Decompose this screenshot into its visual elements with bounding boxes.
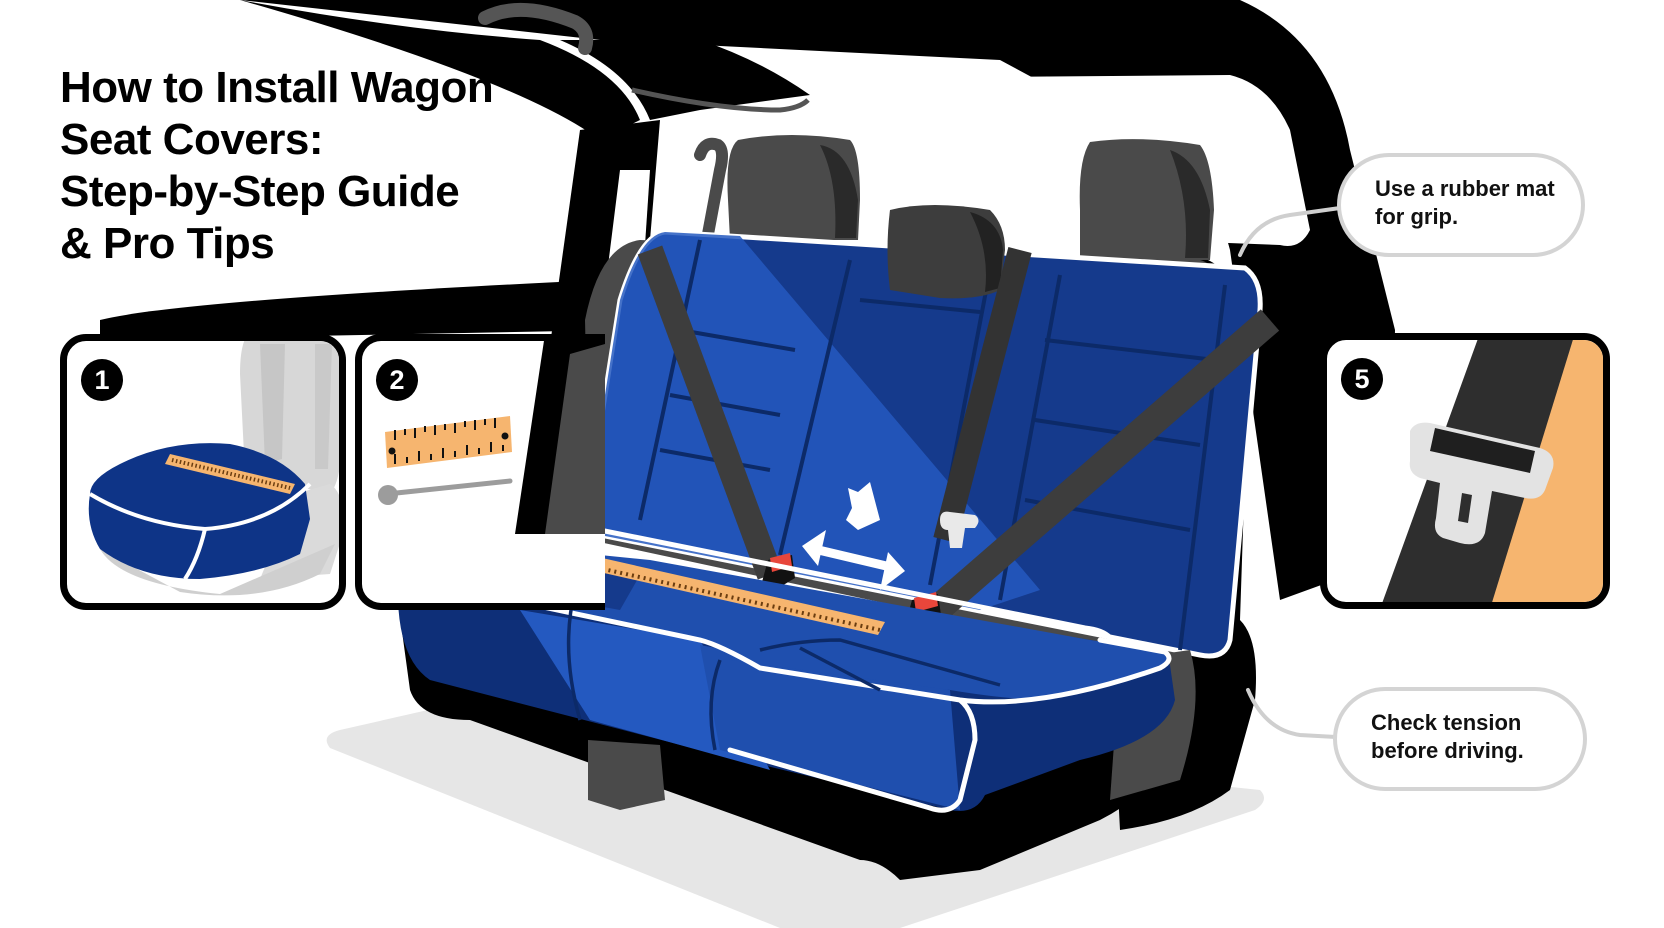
tip-text-line: Use a rubber mat [1375,176,1555,201]
step-panel-5: 5 [1320,333,1610,609]
step-number-badge: 5 [1341,358,1383,400]
down-arrow-icon [846,482,880,530]
seatbelt-buckle-illustration [1382,340,1603,602]
tip-text-line: Check tension [1371,710,1522,735]
step-number-badge: 1 [81,359,123,401]
step-panel-1: 1 [60,334,346,610]
measuring-ruler-illustration [378,341,605,534]
tip-callout-rubber-mat: Use a rubber mat for grip. [1337,153,1585,257]
tip-text-line: before driving. [1371,738,1524,763]
page-title: How to Install Wagon Seat Covers: Step-b… [60,62,580,270]
ruler-icon [573,553,885,635]
title-line: How to Install Wagon [60,63,494,112]
step-number-badge: 2 [376,359,418,401]
title-line: & Pro Tips [60,219,275,268]
step-panel-2: 2 [355,334,605,610]
seat-cushion-illustration [88,341,339,596]
title-line: Step-by-Step Guide [60,167,460,216]
tip-callout-check-tension: Check tension before driving. [1333,687,1587,791]
tip-text-line: for grip. [1375,204,1459,229]
double-arrow-horizontal-icon [802,530,905,590]
title-line: Seat Covers: [60,115,324,164]
